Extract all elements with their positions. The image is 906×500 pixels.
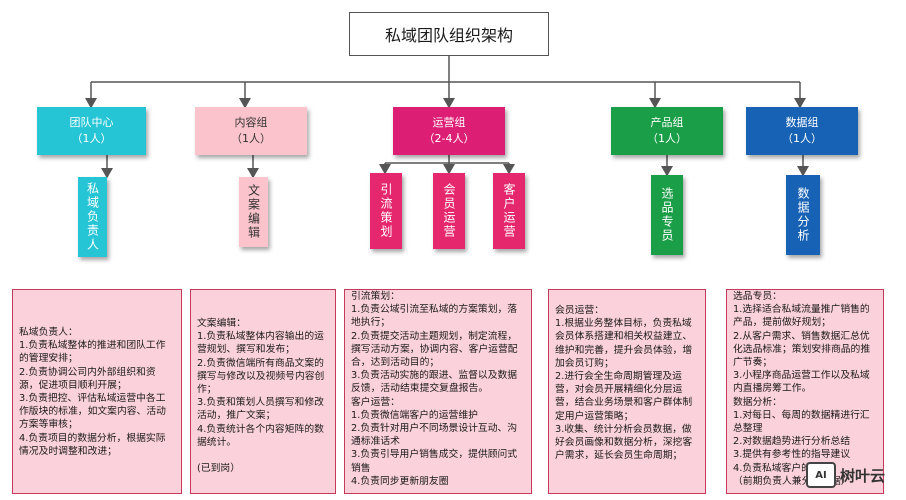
dept-size: （1人） — [71, 132, 112, 145]
dept-operations: 运营组 （2-4人） — [393, 107, 505, 155]
logo-text: 树叶云 — [840, 466, 886, 485]
dept-name: 运营组 — [432, 116, 466, 129]
role-label: 引流策划 — [379, 183, 393, 239]
role-label: 会员运营 — [442, 183, 456, 239]
dept-size: （2-4人） — [423, 132, 475, 145]
role-customer-operations: 客户运营 — [493, 173, 525, 249]
dept-size: （1人） — [782, 132, 822, 145]
dept-size: （1人） — [647, 132, 687, 145]
role-label: 私域负责人 — [85, 182, 100, 252]
dept-content: 内容组 （1人） — [195, 107, 307, 155]
dept-product: 产品组 （1人） — [611, 107, 723, 155]
role-label: 数据分析 — [796, 187, 810, 243]
role-label: 选品专员 — [660, 187, 674, 243]
description-content: 文案编辑： 1.负责私域整体内容输出的运营规划、撰写和发布； 2.负责微信端所有… — [190, 289, 336, 494]
dept-name: 团队中心 — [69, 116, 114, 129]
role-label: 文案编辑 — [246, 184, 261, 240]
dept-name: 数据组 — [785, 116, 819, 129]
role-label: 客户运营 — [502, 183, 516, 239]
description-operations: 引流策划： 1.负责公域引流至私域的方案策划，落地执行； 2.负责提交活动主题规… — [344, 289, 532, 494]
root-title: 私域团队组织架构 — [384, 26, 513, 45]
root-node: 私域团队组织架构 — [349, 12, 549, 56]
dept-name: 产品组 — [650, 116, 684, 129]
dept-name: 内容组 — [234, 116, 268, 129]
description-member-operations: 会员运营： 1.根据业务整体目标，负责私域会员体系搭建和相关权益建立、维护和完善… — [548, 289, 706, 494]
role-product-selector: 选品专员 — [651, 175, 683, 255]
dept-data: 数据组 （1人） — [746, 107, 858, 155]
role-data-analyst: 数据分析 — [786, 175, 820, 255]
role-member-operations: 会员运营 — [433, 173, 465, 249]
logo-mark-icon: AI — [806, 462, 836, 488]
role-copywriter: 文案编辑 — [239, 177, 268, 247]
dept-size: （1人） — [231, 132, 271, 145]
description-team-center: 私域负责人： 1.负责私域整体的推进和团队工作的管理安排； 2.负责协调公司内外… — [12, 289, 182, 494]
role-traffic-planning: 引流策划 — [370, 173, 402, 249]
role-private-domain-lead: 私域负责人 — [78, 177, 107, 257]
description-product-data: 选品专员： 1.选择适合私域流量推广销售的产品，提前做好规划； 2.从客户需求、… — [726, 289, 884, 494]
dept-team-center: 团队中心 （1人） — [37, 107, 146, 155]
watermark-logo: AI 树叶云 — [806, 458, 906, 492]
